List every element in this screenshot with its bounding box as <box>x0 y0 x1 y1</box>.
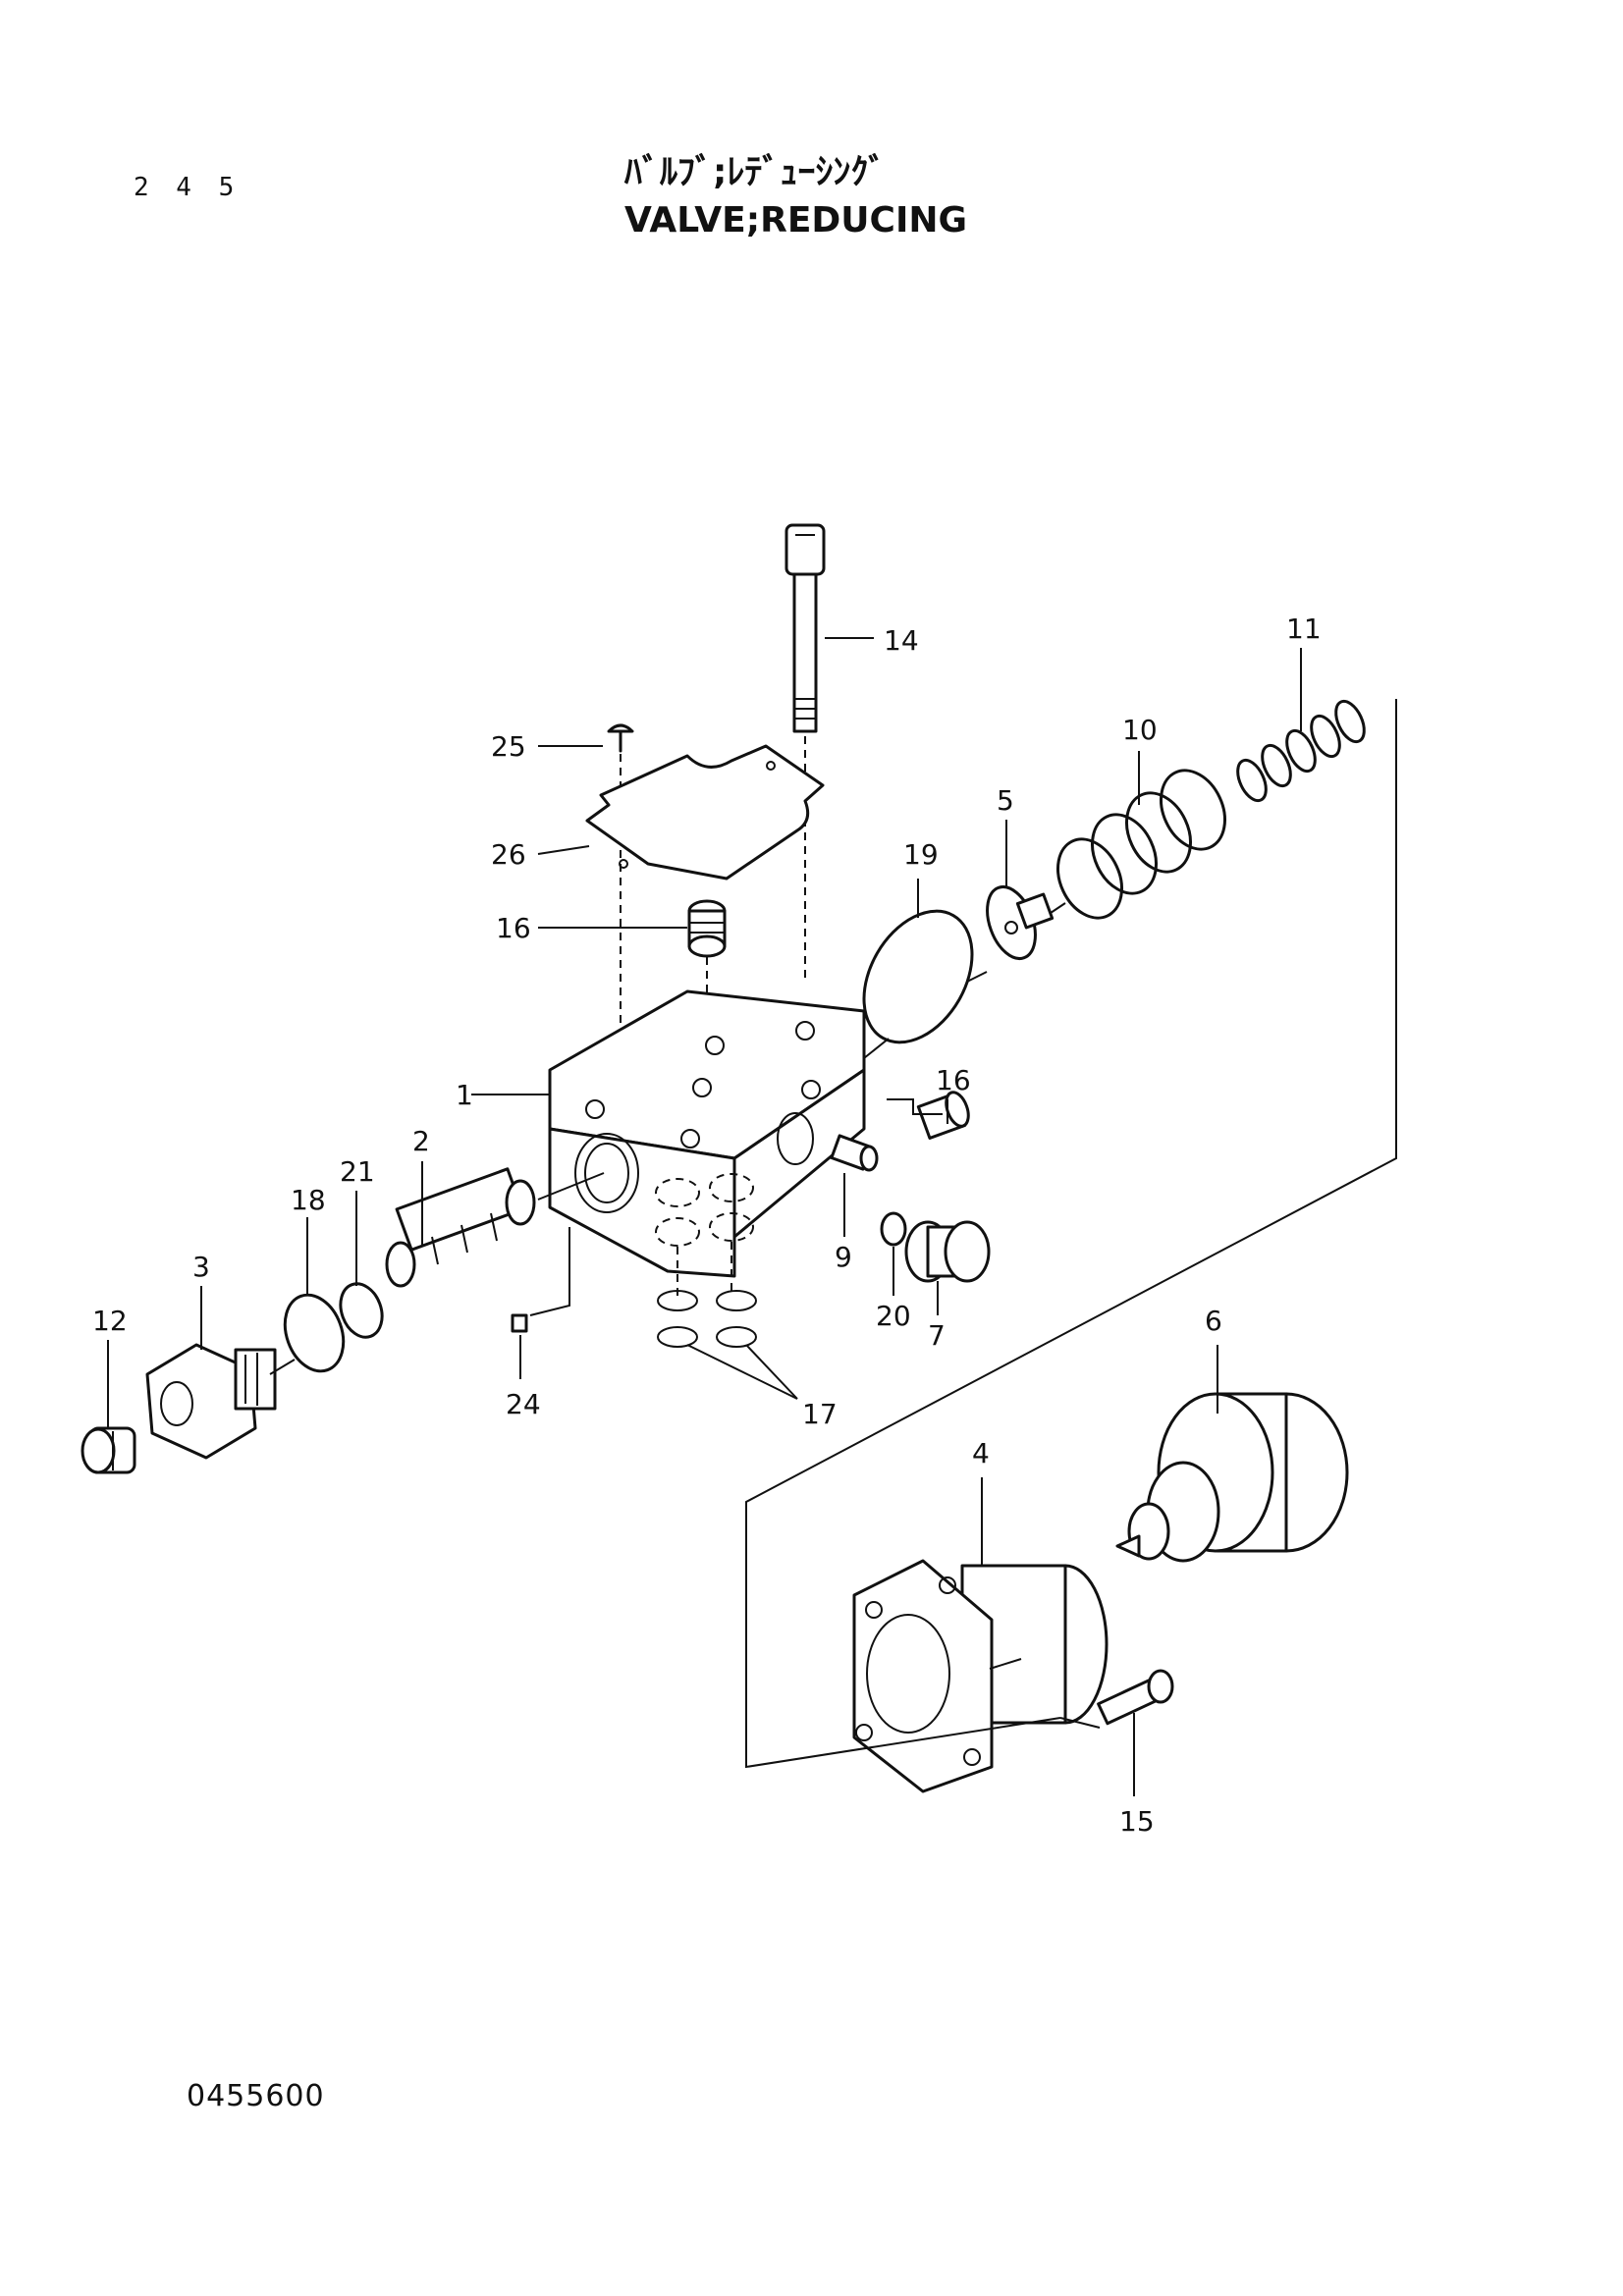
part-18-o-ring <box>283 1293 346 1373</box>
part-10-spring <box>1056 769 1226 920</box>
callout-14: 14 <box>884 624 919 657</box>
part-1-valve-body <box>548 989 866 1296</box>
callout-4: 4 <box>972 1437 990 1469</box>
part-16-plug-right <box>916 1091 970 1140</box>
part-7-plug <box>904 1220 991 1283</box>
part-9-check-valve <box>830 1134 879 1172</box>
part-12-plug <box>81 1426 136 1474</box>
callout-16-top: 16 <box>496 912 531 944</box>
assembly-lines <box>269 699 1397 1769</box>
page-number: 2 4 5 <box>134 173 241 202</box>
callout-2: 2 <box>412 1125 430 1157</box>
part-21-o-ring <box>339 1282 384 1339</box>
part-15-bolt <box>1097 1669 1174 1726</box>
callout-24: 24 <box>506 1388 541 1420</box>
leader-lines <box>107 637 1302 1796</box>
callout-19: 19 <box>903 838 939 871</box>
title-japanese: ﾊﾞﾙﾌﾞ;ﾚﾃﾞｭｰｼﾝｸﾞ <box>624 152 887 192</box>
callout-12: 12 <box>92 1305 128 1337</box>
part-19-o-ring <box>862 909 974 1044</box>
callout-25: 25 <box>491 730 526 763</box>
drawing-number: 0455600 <box>187 2079 325 2113</box>
part-2-spool <box>385 1167 536 1288</box>
callout-10: 10 <box>1122 714 1158 746</box>
title-english: VALVE;REDUCING <box>624 200 968 240</box>
callout-9: 9 <box>835 1241 852 1273</box>
part-16-plug-top <box>687 899 727 1041</box>
callout-21: 21 <box>340 1155 375 1188</box>
part-11-spring <box>1236 699 1366 803</box>
part-17-o-rings <box>657 1290 757 1348</box>
part-5-spring-seat <box>986 885 1055 960</box>
callout-17: 17 <box>802 1398 838 1430</box>
callout-16-right: 16 <box>936 1064 971 1096</box>
callout-5: 5 <box>997 784 1014 817</box>
callout-18: 18 <box>291 1184 326 1216</box>
part-26-cover-plate <box>585 744 825 881</box>
part-4-solenoid <box>852 1559 1109 1793</box>
callout-3: 3 <box>192 1251 210 1283</box>
part-3-plug <box>145 1343 277 1460</box>
part-6-cartridge <box>1115 1392 1349 1563</box>
callout-numbers: 14 25 26 16 1 5 19 10 11 16 9 20 7 2 21 … <box>92 613 1322 1838</box>
part-20-o-ring <box>880 1211 907 1247</box>
callout-15: 15 <box>1119 1805 1155 1838</box>
callout-6: 6 <box>1205 1305 1222 1337</box>
callout-1: 1 <box>456 1079 473 1111</box>
callout-26: 26 <box>491 838 526 871</box>
callout-11: 11 <box>1286 613 1322 645</box>
part-24-screw <box>511 1313 528 1333</box>
callout-20: 20 <box>876 1300 911 1332</box>
callout-7: 7 <box>928 1319 946 1352</box>
part-14-bolt <box>784 523 826 982</box>
